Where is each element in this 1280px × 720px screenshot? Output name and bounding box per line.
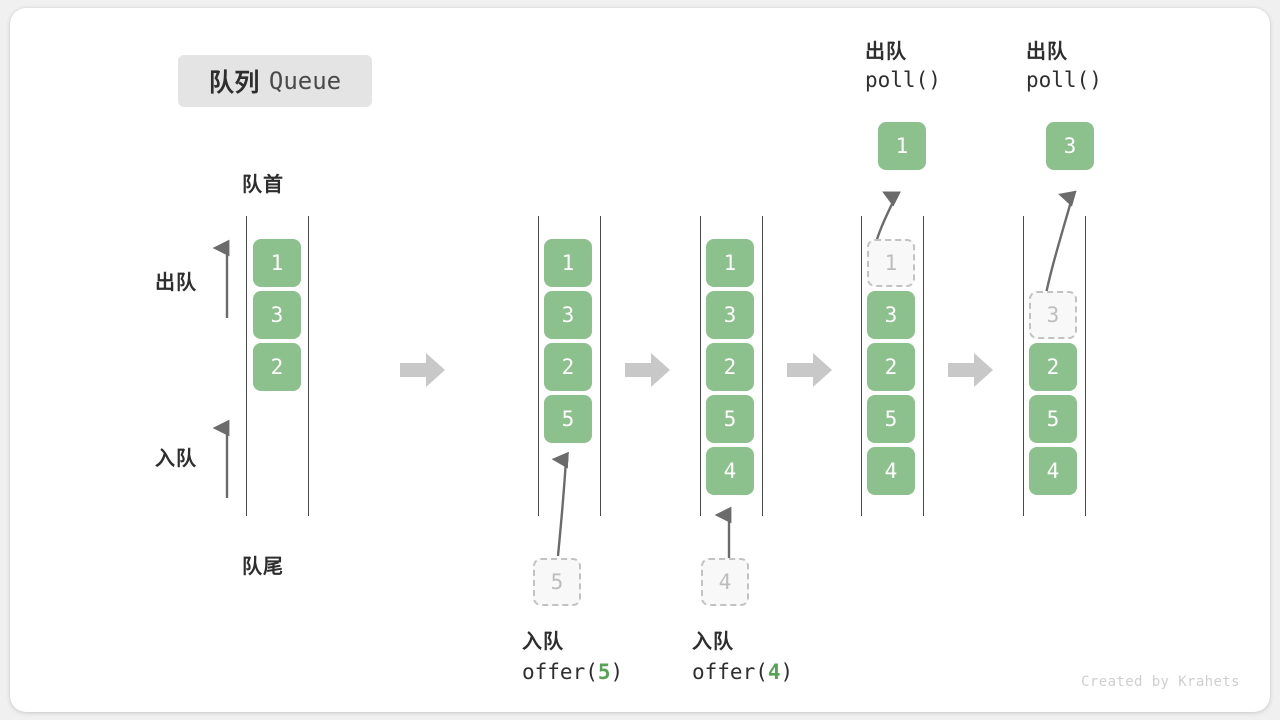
diagram-title-badge: 队列 Queue	[178, 55, 372, 107]
dequeue-direction-label: 出队	[155, 272, 197, 294]
queue-element: 2	[706, 343, 754, 391]
queue-element: 3	[867, 291, 915, 339]
enqueue-direction-label: 入队	[155, 448, 197, 470]
dequeue-direction-arrow	[212, 238, 239, 320]
incoming-element-ghost: 5	[533, 558, 581, 606]
queue-rail-left-2	[538, 216, 539, 516]
step-arrow-1	[400, 351, 446, 389]
queue-rail-left-3	[700, 216, 701, 516]
queue-element-new: 5	[544, 395, 592, 443]
queue-element: 3	[706, 291, 754, 339]
queue-element: 2	[867, 343, 915, 391]
diagram-card: 队列 Queue 队首 队尾 出队 入队	[10, 8, 1270, 712]
queue-rail-right-2	[600, 216, 601, 516]
queue-element-removed: 3	[1029, 291, 1077, 339]
queue-element: 4	[1029, 447, 1077, 495]
queue-rail-right-4	[923, 216, 924, 516]
queue-rail-right-1	[308, 216, 309, 516]
step-arrow-2	[625, 351, 671, 389]
step-arrow-4	[948, 351, 994, 389]
title-chinese: 队列	[208, 69, 260, 97]
queue-rail-left-4	[861, 216, 862, 516]
queue-column-after-offer-5: 1 3 2 5	[544, 239, 592, 443]
offer-4-caption: 入队 offer(4)	[692, 628, 812, 687]
poll-3-caption-code: poll()	[1026, 68, 1102, 93]
queue-element: 5	[867, 395, 915, 443]
poll-3-caption-cn: 出队	[1026, 41, 1068, 63]
enqueue-direction-arrow	[212, 418, 239, 500]
queue-column-after-offer-4: 1 3 2 5 4	[706, 239, 754, 495]
enqueue-arrow-5	[530, 438, 590, 558]
popped-element-1: 1	[878, 122, 926, 170]
queue-column-after-poll-1: 1 3 2 5 4	[867, 239, 915, 495]
queue-rail-right-3	[762, 216, 763, 516]
queue-column-after-poll-3: 3 2 5 4	[1029, 239, 1077, 495]
queue-rail-left-1	[246, 216, 247, 516]
queue-element: 1	[544, 239, 592, 287]
queue-rail-left-5	[1023, 216, 1024, 516]
queue-element: 2	[253, 343, 301, 391]
queue-element: 3	[544, 291, 592, 339]
offer-5-caption-code: offer(5)	[522, 660, 624, 684]
poll-1-caption-code: poll()	[865, 68, 941, 93]
poll-1-caption: 出队 poll()	[865, 38, 965, 96]
incoming-element-ghost: 4	[701, 558, 749, 606]
credit-text: Created by Krahets	[1081, 674, 1240, 690]
rear-label: 队尾	[242, 556, 284, 578]
queue-element-new: 4	[706, 447, 754, 495]
queue-element: 5	[706, 395, 754, 443]
queue-slot-empty	[1029, 239, 1077, 287]
queue-element-removed: 1	[867, 239, 915, 287]
front-label: 队首	[242, 174, 284, 196]
offer-5-caption-cn: 入队	[522, 631, 564, 653]
queue-rail-right-5	[1085, 216, 1086, 516]
poll-3-caption: 出队 poll()	[1026, 38, 1126, 96]
enqueue-arrow-4	[710, 493, 760, 563]
queue-element: 1	[253, 239, 301, 287]
queue-element: 3	[253, 291, 301, 339]
queue-element: 4	[867, 447, 915, 495]
title-english: Queue	[268, 67, 342, 95]
queue-element: 2	[544, 343, 592, 391]
offer-4-caption-code: offer(4)	[692, 660, 794, 684]
queue-element: 1	[706, 239, 754, 287]
offer-4-caption-cn: 入队	[692, 631, 734, 653]
step-arrow-3	[787, 351, 833, 389]
popped-element-3: 3	[1046, 122, 1094, 170]
queue-column-initial: 1 3 2	[253, 239, 301, 391]
offer-5-caption: 入队 offer(5)	[522, 628, 642, 687]
poll-1-caption-cn: 出队	[865, 41, 907, 63]
queue-element: 5	[1029, 395, 1077, 443]
queue-element: 2	[1029, 343, 1077, 391]
